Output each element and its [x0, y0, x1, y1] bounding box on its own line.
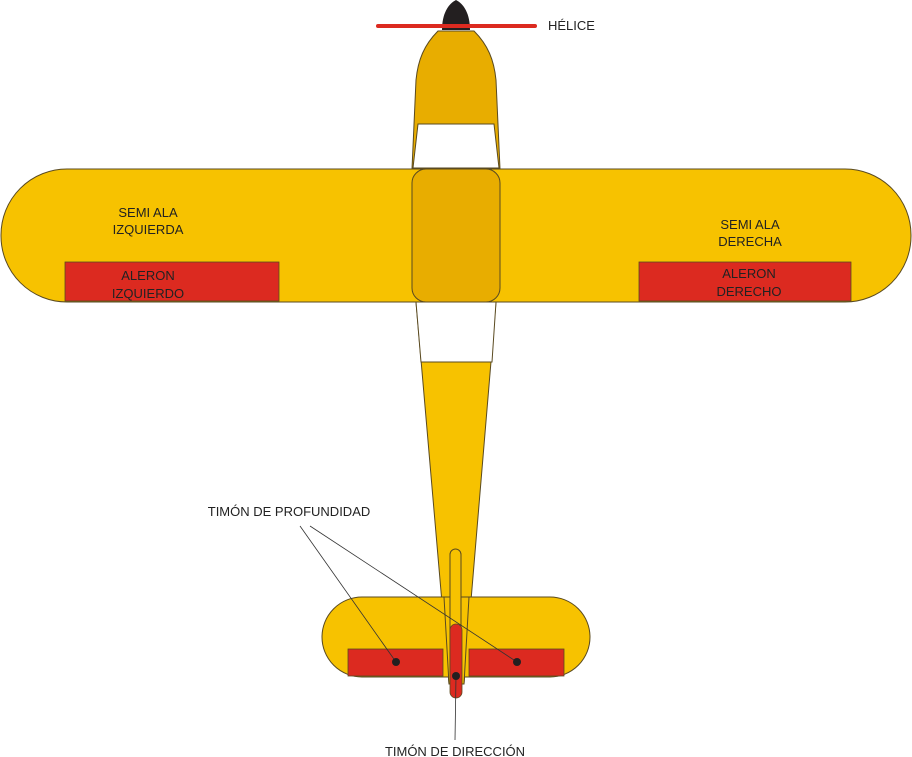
right-aileron: [638, 261, 852, 302]
left-wing-label-2: IZQUIERDA: [113, 222, 184, 237]
right-elevator-dot: [513, 658, 521, 666]
left-aileron: [64, 261, 280, 302]
rudder-label: TIMÓN DE DIRECCIÓN: [385, 744, 525, 757]
right-wing-label-2: DERECHA: [718, 234, 782, 249]
left-wing-label-1: SEMI ALA: [118, 205, 178, 220]
rear-window: [415, 301, 497, 363]
right-aileron-label-1: ALERON: [722, 266, 775, 281]
rudder-leader: [454, 675, 457, 741]
elevator-leader-right: [309, 525, 518, 663]
spinner: [442, 0, 470, 30]
rudder-dot: [452, 672, 460, 680]
left-aileron-label-2: IZQUIERDO: [112, 286, 184, 301]
propeller-label: HÉLICE: [548, 18, 595, 33]
wing-center-section: [411, 168, 501, 303]
left-elevator-dot: [392, 658, 400, 666]
windshield: [412, 123, 500, 169]
elevator-leader-left: [299, 525, 397, 663]
elevator-label: TIMÓN DE PROFUNDIDAD: [208, 504, 371, 519]
right-elevator: [468, 648, 565, 677]
left-aileron-label-1: ALERON: [121, 268, 174, 283]
right-aileron-label-2: DERECHO: [716, 284, 781, 299]
right-wing-label-1: SEMI ALA: [720, 217, 780, 232]
